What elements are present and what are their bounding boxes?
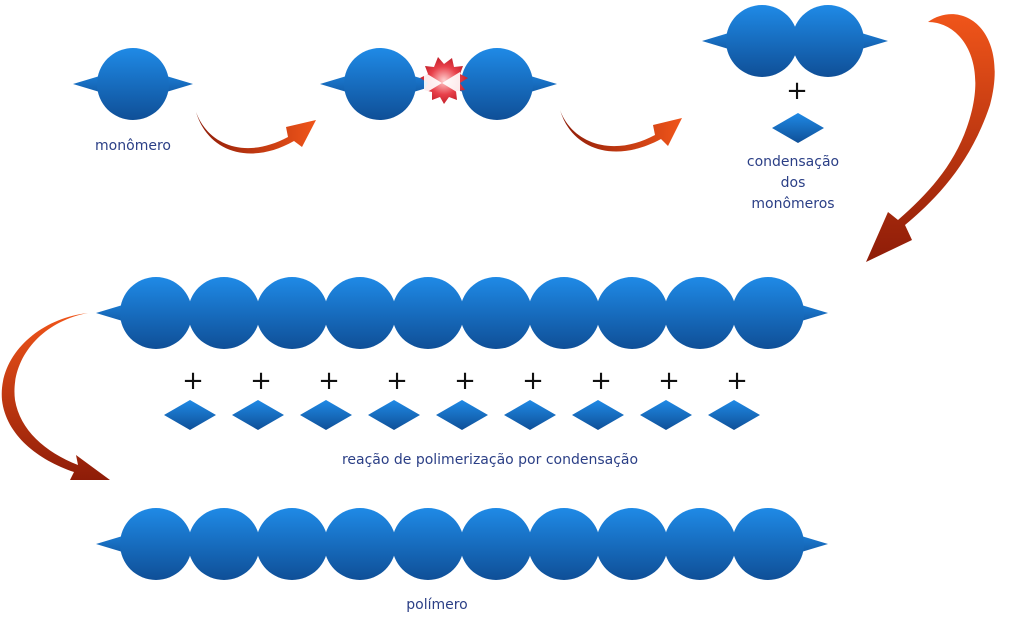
monomer-bead bbox=[792, 5, 864, 77]
plus-sign: + bbox=[454, 366, 476, 396]
monomer-bead bbox=[461, 48, 533, 120]
monomer-bead bbox=[664, 277, 736, 349]
diamond-molecule-icon bbox=[772, 113, 824, 143]
monomer-bead bbox=[324, 508, 396, 580]
monomer-molecule-left bbox=[320, 48, 440, 120]
monomer-bead bbox=[460, 277, 532, 349]
reaction-label: reação de polimerização por condensação bbox=[342, 452, 638, 468]
condensation-label-line1: condensação bbox=[747, 154, 839, 170]
monomer-label: monômero bbox=[95, 138, 171, 154]
diamond-molecule-icon bbox=[708, 400, 760, 430]
arrows-layer bbox=[1, 14, 995, 480]
molecules-layer bbox=[73, 5, 888, 580]
monomer-bead bbox=[188, 277, 260, 349]
monomer-bead bbox=[726, 5, 798, 77]
monomer-bead bbox=[344, 48, 416, 120]
diamond-molecule-icon bbox=[232, 400, 284, 430]
diamond-molecule-icon bbox=[368, 400, 420, 430]
monomer-bead bbox=[324, 277, 396, 349]
curved-arrow-icon bbox=[1, 313, 110, 480]
condensation-label-line3: monômeros bbox=[751, 196, 834, 212]
monomer-bead bbox=[392, 508, 464, 580]
diamond-molecule-icon bbox=[504, 400, 556, 430]
plus-sign: + bbox=[658, 366, 680, 396]
monomer-bead bbox=[256, 277, 328, 349]
plus-sign: + bbox=[522, 366, 544, 396]
diamond-molecule-icon bbox=[572, 400, 624, 430]
monomer-molecule bbox=[73, 48, 193, 120]
diamond-molecule-icon bbox=[436, 400, 488, 430]
monomer-bead bbox=[528, 277, 600, 349]
polymer-chain-reaction bbox=[96, 277, 828, 349]
monomer-bead bbox=[664, 508, 736, 580]
curved-arrow-icon bbox=[560, 110, 682, 152]
dimer-molecule bbox=[702, 5, 888, 77]
plus-sign: + bbox=[318, 366, 340, 396]
plus-row: + + + + + + + + + bbox=[182, 366, 748, 396]
monomer-bead bbox=[528, 508, 600, 580]
monomer-bead bbox=[596, 277, 668, 349]
monomer-bead bbox=[596, 508, 668, 580]
monomer-bead bbox=[460, 508, 532, 580]
monomer-bead bbox=[97, 48, 169, 120]
plus-sign: + bbox=[590, 366, 612, 396]
monomer-bead bbox=[732, 277, 804, 349]
plus-sign: + bbox=[250, 366, 272, 396]
polymer-chain-final bbox=[96, 508, 828, 580]
monomer-molecule-right bbox=[437, 48, 557, 120]
curved-arrow-icon bbox=[866, 14, 995, 263]
monomer-bead bbox=[120, 277, 192, 349]
polymer-label: polímero bbox=[406, 597, 468, 613]
plus-sign: + bbox=[182, 366, 204, 396]
reaction-burst-icon bbox=[420, 57, 468, 104]
diamond-molecule-icon bbox=[300, 400, 352, 430]
monomer-bead bbox=[120, 508, 192, 580]
diamond-molecule-icon bbox=[164, 400, 216, 430]
plus-sign: + bbox=[786, 76, 808, 106]
plus-sign: + bbox=[386, 366, 408, 396]
condensation-label-line2: dos bbox=[781, 175, 806, 191]
monomer-bead bbox=[732, 508, 804, 580]
diamond-molecule-icon bbox=[640, 400, 692, 430]
plus-sign: + bbox=[726, 366, 748, 396]
monomer-bead bbox=[256, 508, 328, 580]
curved-arrow-icon bbox=[196, 112, 316, 154]
monomer-bead bbox=[392, 277, 464, 349]
monomer-bead bbox=[188, 508, 260, 580]
